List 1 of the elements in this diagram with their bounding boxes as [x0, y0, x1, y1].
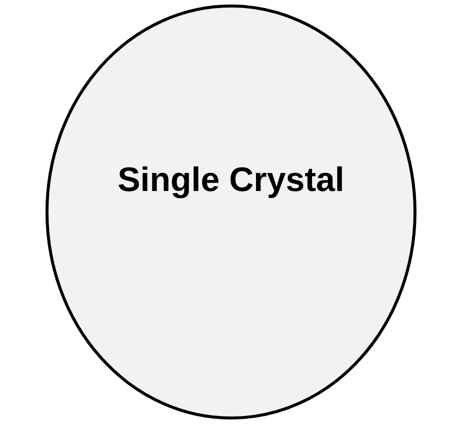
node-label: Single Crystal [118, 161, 344, 200]
